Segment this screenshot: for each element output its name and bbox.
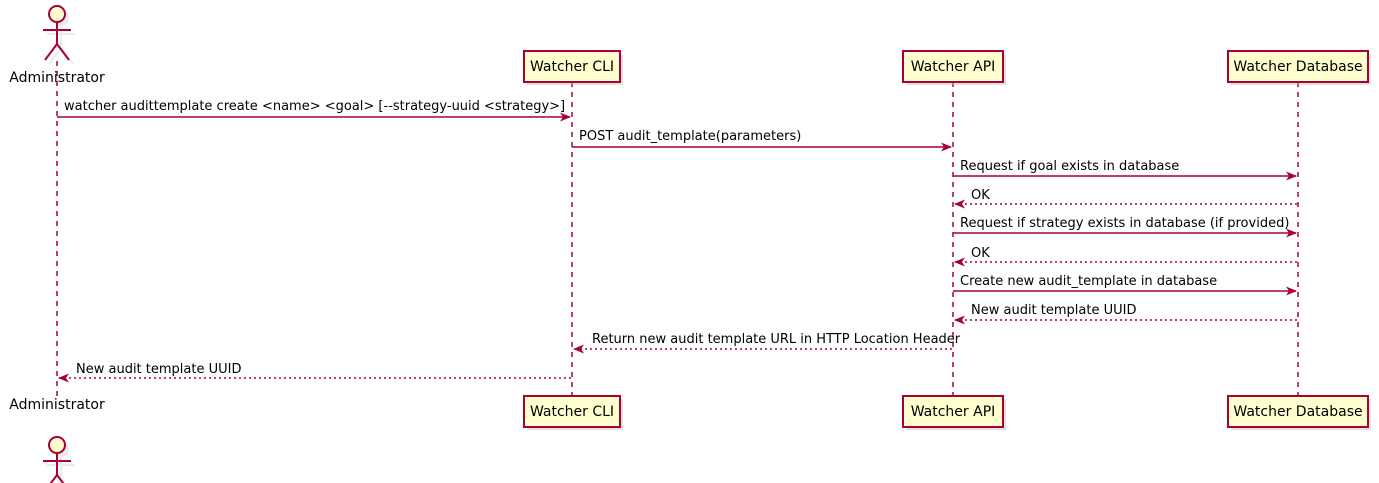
actor-leg-left	[49, 474, 58, 483]
message-label-4: Request if strategy exists in database (…	[960, 216, 1290, 231]
actor-label-administrator-bottom: Administrator	[9, 397, 105, 413]
actor-figure-administrator[interactable]	[43, 5, 75, 65]
actor-shadow-leg-l	[48, 47, 62, 65]
participant-box-watcher-database[interactable]	[1227, 395, 1371, 430]
actor-leg-left	[44, 43, 58, 61]
participant-label-watcher-api-bottom: Watcher API	[910, 404, 996, 420]
participant-box-rect[interactable]	[1227, 50, 1369, 83]
actor-head	[48, 5, 66, 23]
message-label-6: Create new audit_template in database	[960, 274, 1218, 289]
participant-box-watcher-cli[interactable]	[523, 50, 623, 85]
actor-figure-administrator[interactable]	[43, 436, 75, 483]
participant-label-watcher-database-bottom: Watcher Database	[1233, 404, 1363, 420]
participant-box-rect[interactable]	[523, 395, 621, 428]
participant-box-rect[interactable]	[1227, 395, 1369, 428]
participant-label-watcher-database-top: Watcher Database	[1233, 59, 1363, 75]
participant-box-watcher-cli[interactable]	[523, 395, 623, 430]
actor-label-administrator-top: Administrator	[9, 70, 105, 86]
message-label-3: OK	[971, 188, 990, 203]
message-label-1: POST audit_template(parameters)	[579, 129, 802, 144]
actor-leg-right	[56, 474, 65, 483]
participant-box-watcher-api[interactable]	[902, 395, 1006, 430]
actor-head	[48, 436, 66, 454]
message-label-5: OK	[971, 246, 990, 261]
participant-label-watcher-cli-bottom: Watcher CLI	[529, 404, 615, 420]
actor-shadow-leg-l	[56, 478, 62, 483]
participant-box-rect[interactable]	[523, 50, 621, 83]
message-label-7: New audit template UUID	[971, 303, 1137, 318]
participant-label-watcher-cli-top: Watcher CLI	[529, 59, 615, 75]
message-label-2: Request if goal exists in database	[960, 159, 1180, 174]
message-label-0: watcher audittemplate create <name> <goa…	[64, 99, 566, 114]
actor-leg-right	[56, 43, 70, 61]
participant-box-watcher-api[interactable]	[902, 50, 1006, 85]
message-label-9: New audit template UUID	[76, 362, 242, 377]
participant-box-rect[interactable]	[902, 395, 1004, 428]
participant-label-watcher-api-top: Watcher API	[910, 59, 996, 75]
message-label-8: Return new audit template URL in HTTP Lo…	[592, 332, 961, 347]
participant-box-rect[interactable]	[902, 50, 1004, 83]
participant-box-watcher-database[interactable]	[1227, 50, 1371, 85]
